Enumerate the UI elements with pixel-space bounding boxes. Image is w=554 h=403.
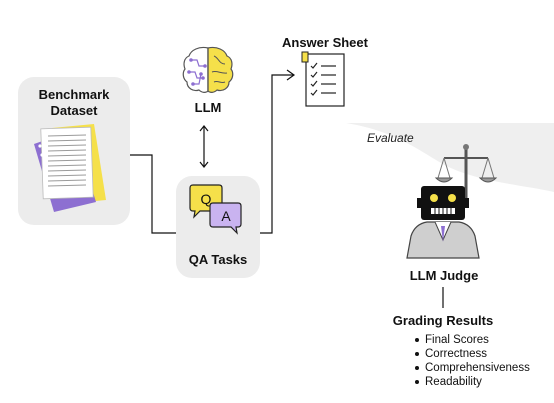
q-letter: Q	[201, 191, 212, 207]
robot-judge-icon	[406, 186, 480, 259]
evaluate-label: Evaluate	[367, 131, 414, 145]
list-item: Final Scores	[413, 333, 530, 347]
justice-scale-icon	[434, 144, 498, 204]
a-letter: A	[221, 208, 231, 224]
answer-sheet-icon	[301, 51, 345, 107]
list-item: Correctness	[413, 347, 530, 361]
qa-tasks-label: QA Tasks	[188, 252, 248, 267]
grading-results-list: Final Scores Correctness Comprehensivene…	[413, 333, 530, 389]
document-stack-icon	[34, 124, 106, 212]
benchmark-dataset-title: Benchmark Dataset	[38, 87, 110, 118]
qa-to-answer-connector	[259, 74, 293, 234]
brain-icon	[182, 46, 234, 93]
answer-sheet-label: Answer Sheet	[282, 35, 368, 50]
list-item: Comprehensiveness	[413, 361, 530, 375]
llm-label: LLM	[194, 100, 222, 115]
llm-judge-label: LLM Judge	[409, 268, 479, 283]
grading-results-title: Grading Results	[392, 313, 494, 328]
list-item: Readability	[413, 375, 530, 389]
dataset-to-qa-connector	[120, 154, 176, 234]
qa-bubbles-icon: Q A	[189, 184, 242, 235]
